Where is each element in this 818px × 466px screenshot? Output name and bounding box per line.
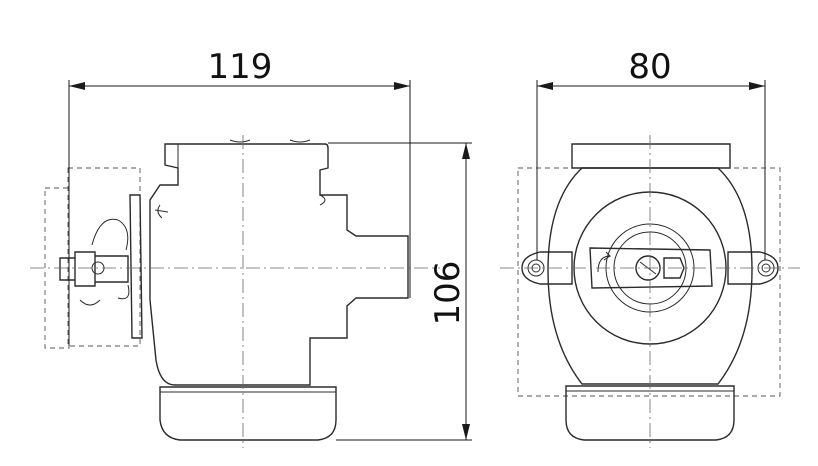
front-lever	[589, 247, 713, 289]
side-body-outline	[149, 143, 409, 386]
side-flange-curve-2	[289, 139, 311, 143]
dimension-80: 80	[536, 47, 766, 260]
side-clip	[154, 204, 169, 219]
side-bottom-cap	[159, 386, 337, 441]
dim-80-label: 80	[628, 47, 671, 87]
front-top-flange	[571, 143, 731, 169]
side-knob	[59, 251, 129, 287]
dim-119-arrow-left	[69, 82, 85, 90]
dim-80-arrow-left	[537, 82, 553, 90]
front-right-lug	[727, 251, 779, 285]
dim-106-arrow-top	[462, 143, 470, 159]
front-left-lug	[521, 251, 573, 285]
front-center-knob	[635, 255, 661, 281]
front-knob-tab	[663, 257, 685, 279]
dim-119-arrow-right	[394, 82, 410, 90]
dim-119-label: 119	[208, 47, 273, 87]
side-view	[30, 135, 440, 448]
front-body-outline	[547, 167, 753, 385]
dim-106-label: 106	[428, 261, 468, 326]
front-view	[500, 135, 800, 448]
side-flange-curve-1	[229, 139, 251, 143]
dim-80-arrow-right	[749, 82, 765, 90]
side-lever-wire	[79, 218, 130, 306]
dimension-119: 119	[68, 47, 411, 346]
side-body-step	[319, 194, 326, 206]
dim-106-arrow-bottom	[462, 424, 470, 440]
rotate-arrow-icon	[597, 251, 612, 273]
hidden-mount-box	[67, 167, 141, 347]
dimension-106: 106	[328, 142, 472, 441]
front-bottom-cap	[565, 385, 735, 441]
side-lever-plate	[129, 194, 143, 339]
